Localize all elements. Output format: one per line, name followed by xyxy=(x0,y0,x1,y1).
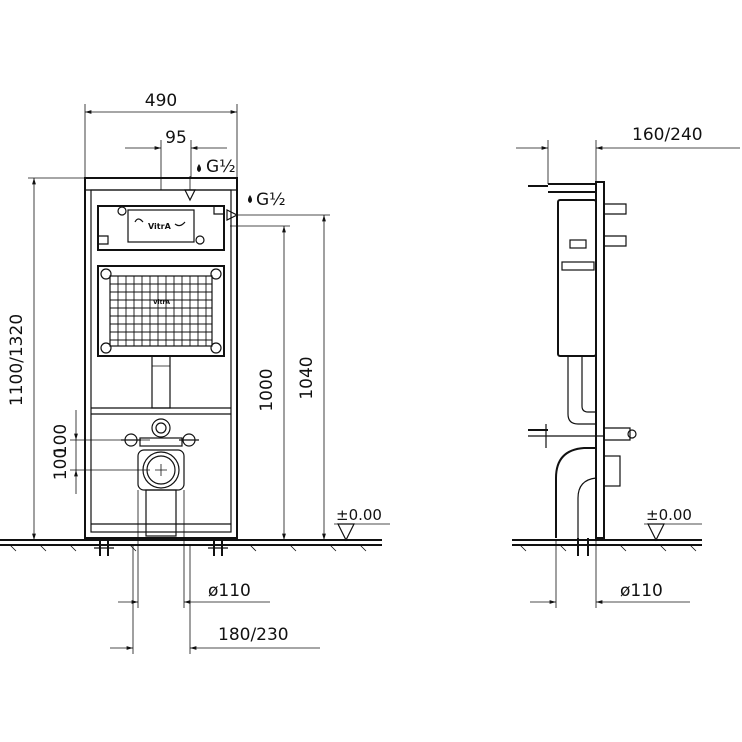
inlet-side: G½ xyxy=(226,190,330,221)
side-view: 160/240 ±0.00 ø110 xyxy=(512,125,740,608)
front-connection xyxy=(121,418,199,447)
front-grid-lines xyxy=(110,276,212,346)
front-drain xyxy=(137,449,185,537)
side-bolts xyxy=(528,424,604,448)
front-grid-panel xyxy=(97,265,225,357)
dim-frame-height: 1100/1320 xyxy=(7,177,85,540)
dim-pipe-diameter: ø110 xyxy=(118,490,270,608)
water-drop-icon xyxy=(248,195,252,203)
dim-depth: 160/240 xyxy=(516,125,740,184)
side-frame xyxy=(528,181,637,556)
dim-side-pipe-label: ø110 xyxy=(620,581,663,601)
floor-level-front: ±0.00 xyxy=(334,506,390,542)
dim-inlet-label: 95 xyxy=(165,128,187,148)
inlet-top: G½ xyxy=(184,157,236,202)
dim-side-pipe: ø110 xyxy=(530,540,690,608)
dim-depth-label: 160/240 xyxy=(632,125,703,145)
front-floor xyxy=(0,539,382,552)
front-flush-pipe xyxy=(151,355,171,409)
dim-1000-label: 1000 xyxy=(257,368,277,411)
dim-100-a-label: 100 xyxy=(51,424,71,456)
floor-level-front-label: ±0.00 xyxy=(336,506,382,524)
dim-pipe-offset: 180/230 xyxy=(110,546,320,654)
brand-logo: VitrA xyxy=(148,222,172,231)
dim-1040: 1040 xyxy=(297,215,326,540)
dim-pipe-offset-label: 180/230 xyxy=(218,625,289,645)
dim-100-stack: 100 100 xyxy=(51,410,150,494)
dim-frame-height-label: 1100/1320 xyxy=(7,314,27,406)
side-flush-pipe xyxy=(567,356,596,425)
side-cistern xyxy=(557,199,597,357)
dim-inlet-offset: 95 xyxy=(125,128,227,190)
dim-width: 490 xyxy=(84,91,238,178)
water-drop-icon xyxy=(197,164,201,172)
thread-top-label: G½ xyxy=(206,157,236,177)
front-cistern xyxy=(97,205,225,251)
dim-1040-label: 1040 xyxy=(297,356,317,399)
side-drain xyxy=(555,447,621,538)
dim-1000: 1000 xyxy=(230,225,290,540)
dim-100-b-label: 100 xyxy=(51,448,71,480)
brand-logo-grid: VitrA xyxy=(153,299,170,306)
front-view: 490 95 G½ G½ 1100/1320 xyxy=(0,91,390,654)
side-floor xyxy=(512,539,702,552)
floor-level-side: ±0.00 xyxy=(644,506,702,542)
dim-pipe-diameter-label: ø110 xyxy=(208,581,251,601)
thread-side-label: G½ xyxy=(256,190,286,210)
floor-level-side-label: ±0.00 xyxy=(646,506,692,524)
dim-width-label: 490 xyxy=(145,91,177,111)
front-frame xyxy=(84,177,238,556)
